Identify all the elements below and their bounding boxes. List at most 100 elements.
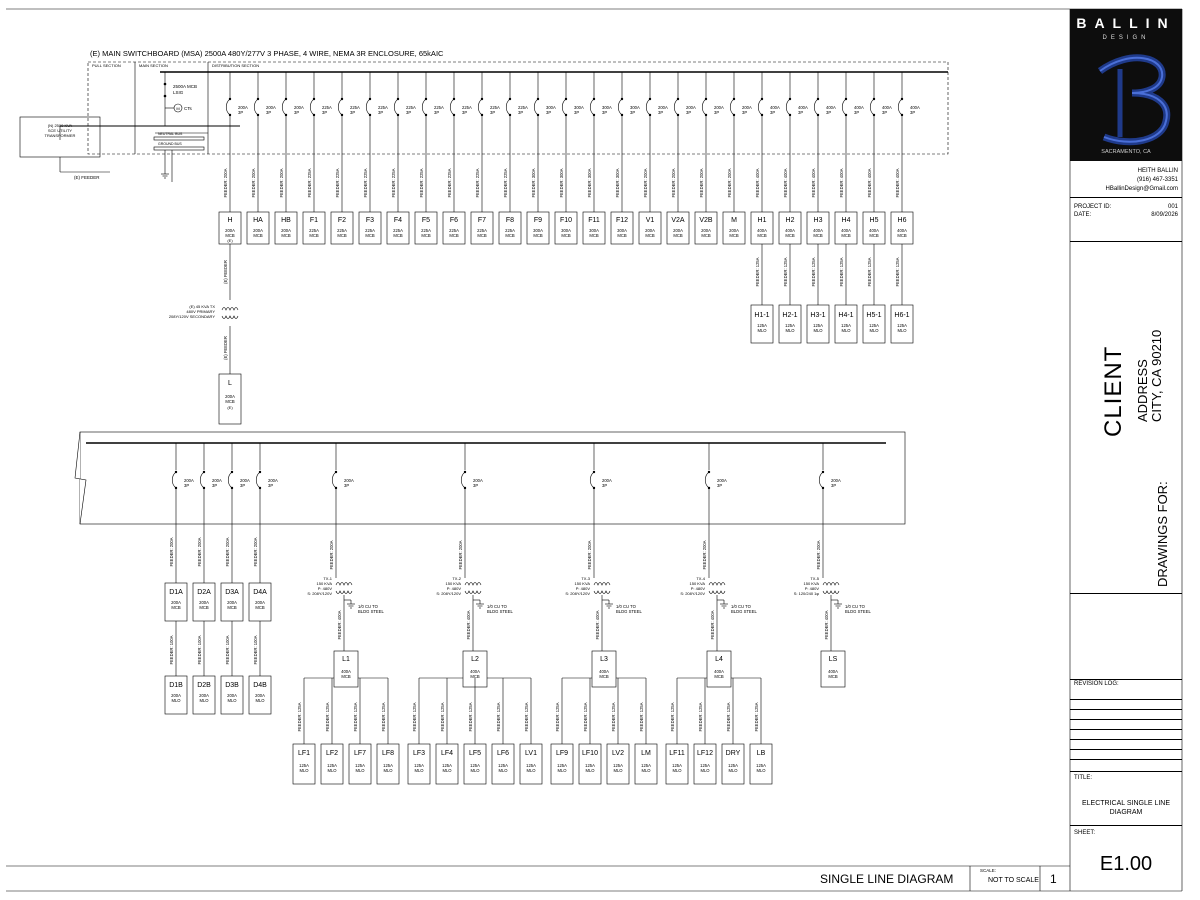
panel-name: LS — [829, 656, 838, 663]
panel-rating: 200A — [227, 693, 237, 698]
logo-city: SACRAMENTO, CA — [1101, 149, 1151, 155]
panel-rating: 125A — [641, 763, 651, 768]
transformer-primary-coil — [335, 582, 353, 586]
d-feeder-label: FEEDER: 200A — [197, 537, 202, 566]
breaker-rating: 200A — [717, 478, 727, 483]
panel-f8 — [498, 211, 522, 245]
breaker-contact — [312, 97, 316, 101]
breaker-rating: 400A — [798, 105, 808, 110]
transformer-primary-coil — [708, 582, 726, 586]
breaker-rating: 400A — [882, 105, 892, 110]
breaker-contact — [256, 97, 260, 101]
panel-rating: 400A — [785, 228, 795, 233]
panel-name: H3 — [814, 217, 823, 224]
feeder-label: FEEDER: 225A — [363, 168, 368, 197]
panel-lv2 — [606, 743, 630, 785]
ground-note: BLDG STEEL — [487, 609, 514, 614]
breaker-rating: 300A — [574, 105, 584, 110]
footer-sheet-title: SINGLE LINE DIAGRAM — [820, 872, 954, 886]
panel-rating: 300A — [533, 228, 543, 233]
breaker-contact — [463, 470, 467, 474]
tx-feeder-label: FEEDER: 200A — [587, 540, 592, 569]
panel-name: D4A — [253, 589, 267, 596]
transformer-text: S: 120/240 1φ — [794, 591, 820, 596]
panel-type: MLO — [756, 768, 766, 773]
panel-lf12 — [693, 743, 717, 785]
panel-f2 — [330, 211, 354, 245]
panel-name: V2A — [671, 217, 685, 224]
panel-rating: 400A — [470, 669, 480, 674]
subpanel-rating: 125A — [897, 323, 907, 328]
panel-rating: 225A — [477, 228, 487, 233]
breaker-rating: 400A — [826, 105, 836, 110]
panel-rating: 400A — [757, 228, 767, 233]
title-line-1: ELECTRICAL SINGLE LINE — [1081, 800, 1171, 807]
ground-note: BLDG STEEL — [731, 609, 758, 614]
panel-rating: 400A — [714, 669, 724, 674]
transformer-text: P: 480V — [691, 586, 706, 591]
breaker-pole: 3P — [350, 110, 355, 115]
pull-section-label: PULL SECTION — [92, 63, 121, 68]
panel-rating: 200A — [227, 600, 237, 605]
panel-name: LF7 — [354, 750, 366, 757]
panel-rating: 225A — [309, 228, 319, 233]
panel-rating: 125A — [470, 763, 480, 768]
panel-ha — [246, 211, 270, 245]
subpanel-name: H2-1 — [782, 312, 797, 319]
panel-name: LF5 — [469, 750, 481, 757]
breaker-pole: 3P — [240, 483, 245, 488]
panel-name: H2 — [786, 217, 795, 224]
feeder-label: FEEDER: 200A — [671, 168, 676, 197]
breaker-pole: 3P — [462, 110, 467, 115]
breaker-contact — [508, 97, 512, 101]
panel-v2a — [666, 211, 690, 245]
panel-type: MLO — [470, 768, 480, 773]
feeder-label: FEEDER: 225A — [447, 168, 452, 197]
panel-d4b — [248, 675, 272, 715]
address-line-2: CITY, CA 90210 — [1149, 329, 1164, 422]
breaker-contact — [900, 97, 904, 101]
panel-name: LF12 — [697, 750, 713, 757]
transformer-secondary-coil — [464, 590, 482, 594]
breaker-rating: 300A — [546, 105, 556, 110]
breaker-contact — [648, 97, 652, 101]
main-breaker-contact — [163, 82, 167, 86]
panel-lf3 — [407, 743, 431, 785]
panel-l1 — [333, 650, 359, 688]
utility-transformer-text: (N) 2500 KVA — [48, 123, 73, 128]
breaker-pole: 3P — [714, 110, 719, 115]
breaker-rating: 300A — [602, 105, 612, 110]
h-transformer-text: 208Y/120V SECONDARY — [169, 314, 216, 319]
panel-type: MLO — [255, 698, 265, 703]
panel-type: MCB — [309, 233, 319, 238]
panel-lf4 — [435, 743, 459, 785]
feeder-label: FEEDER: 300A — [559, 168, 564, 197]
transformer-secondary-coil — [708, 590, 726, 594]
logo-brand-sub: DESIGN — [1102, 35, 1150, 41]
transformer-text: TX-3 — [581, 576, 590, 581]
sub-feeder-label: FEEDER: 125A — [726, 702, 731, 731]
panel-name: LF3 — [413, 750, 425, 757]
date-label: DATE: — [1074, 212, 1092, 218]
break-line — [74, 431, 87, 525]
panel-name: LB — [757, 750, 766, 757]
panel-rating: 200A — [701, 228, 711, 233]
contact-name: HEITH BALLIN — [1137, 168, 1178, 174]
panel-ls — [820, 650, 846, 688]
transformer-primary-coil — [221, 307, 239, 311]
breaker-contact — [334, 470, 338, 474]
panel-name: D1A — [169, 589, 183, 596]
breaker-contact — [707, 470, 711, 474]
panel-l-type: MCB — [225, 399, 235, 404]
panel-d3b — [220, 675, 244, 715]
panel-type: MCB — [477, 233, 487, 238]
subpanel-type: MLO — [897, 328, 907, 333]
panel-name: F7 — [478, 217, 486, 224]
panel-lf5 — [463, 743, 487, 785]
page-number: 1 — [1050, 872, 1057, 886]
transformer-primary-coil — [593, 582, 611, 586]
panel-rating: 125A — [498, 763, 508, 768]
ground-note: 1/0 CU TO — [845, 604, 866, 609]
